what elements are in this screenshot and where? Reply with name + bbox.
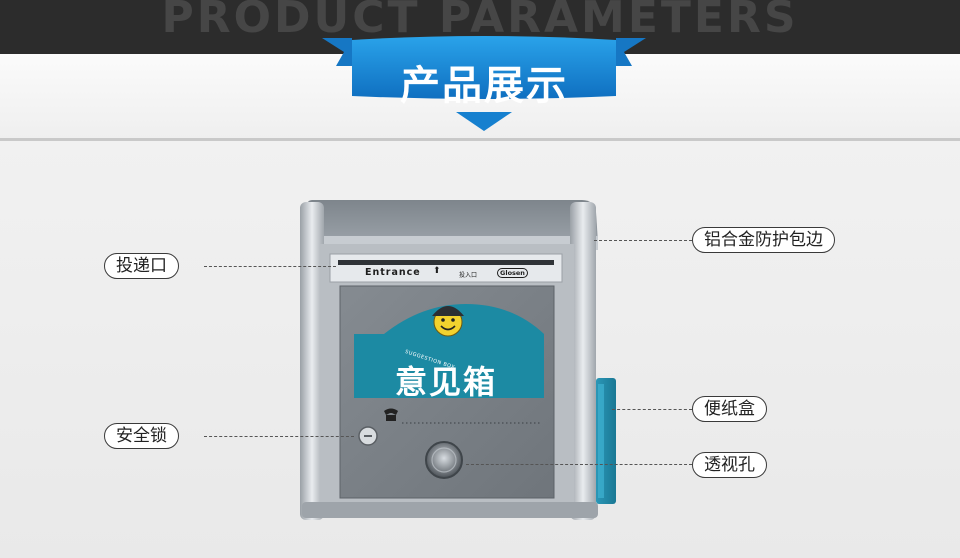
section-title-ribbon: 产品展示 — [322, 36, 646, 136]
callout-lock-label: 安全锁 — [104, 423, 179, 449]
callout-edge-label: 铝合金防护包边 — [692, 227, 835, 253]
up-arrow-icon: ⬆ — [433, 266, 441, 276]
callout-note-box-leader — [612, 409, 692, 410]
header-divider — [0, 138, 960, 141]
ribbon-shape-icon — [322, 36, 646, 131]
callout-window-leader — [466, 464, 692, 465]
callout-edge-leader — [594, 240, 692, 241]
callout-window-label: 透视孔 — [692, 452, 767, 478]
brand-badge: Glosen — [497, 268, 528, 278]
section-title: 产品展示 — [400, 63, 568, 109]
suggestion-box-image — [300, 200, 616, 520]
callout-slot-leader — [204, 266, 336, 267]
slot-label: Entrance — [365, 267, 421, 278]
panel-title: 意见箱 — [394, 363, 497, 401]
banner-background-text: PRODUCT PARAMETERS — [161, 0, 799, 43]
callout-note-box-label: 便纸盒 — [692, 396, 767, 422]
callout-slot-label: 投递口 — [104, 253, 179, 279]
callout-lock-leader — [204, 436, 354, 437]
slot-small-label: 投入口 — [459, 272, 478, 279]
